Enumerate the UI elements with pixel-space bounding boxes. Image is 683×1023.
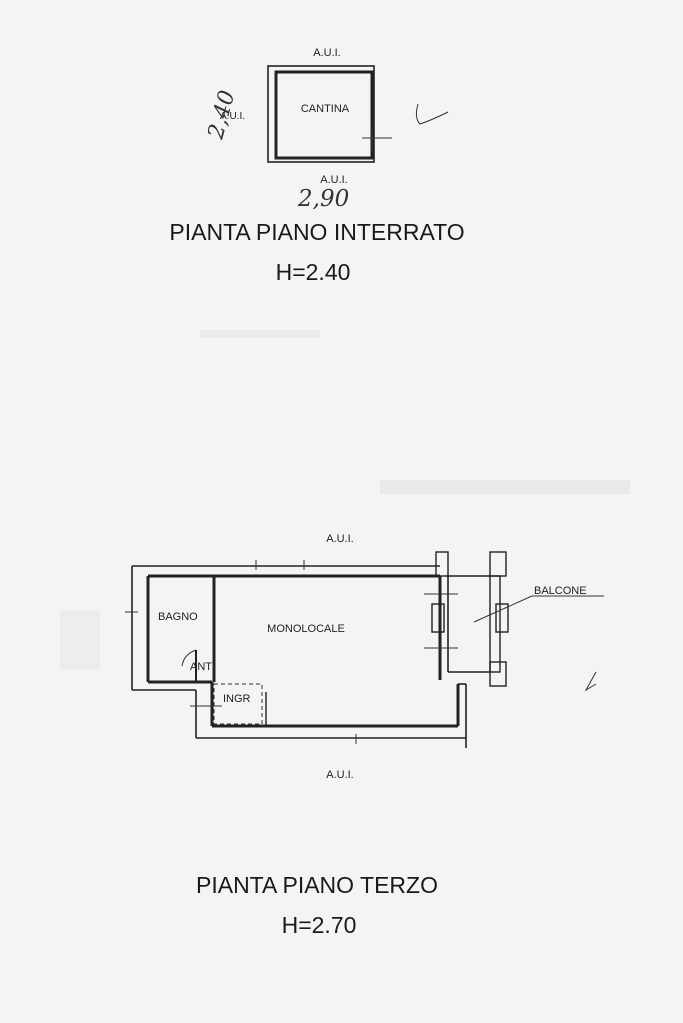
balcone-right-column [489,575,501,673]
handwritten-check-mark [415,103,449,125]
balcone-right-pier [495,603,509,633]
bagno-label: BAGNO [158,611,198,623]
monolocale-label: MONOLOCALE [267,623,345,635]
scan-noise [60,330,630,670]
basement-aui-top: A.U.I. [313,47,341,59]
cantina-room-label: CANTINA [301,103,350,115]
handwritten-width-dim: 2,90 [297,186,349,212]
third-floor-height: H=2.70 [282,912,357,938]
third-floor-plan: A.U.I. [125,533,604,781]
basement-title: PIANTA PIANO INTERRATO [169,219,464,245]
balcone-frame-right [489,551,507,577]
basement-aui-left: A.U.I. [220,111,245,122]
anti-label: ANTI [190,661,215,673]
cantina-outer-wall [267,65,375,163]
balcone-label: BALCONE [534,585,587,597]
balcone-right-base [489,661,507,687]
third-floor-aui-top: A.U.I. [326,533,354,545]
ingr-label: INGR [223,693,251,705]
handwritten-mark [584,671,597,692]
basement-height: H=2.40 [276,259,351,285]
balcone-frame-left [435,551,449,577]
ingr-dashed-box [213,683,263,725]
third-floor-title: PIANTA PIANO TERZO [196,872,438,898]
balcone-left-pier [431,603,445,633]
anti-door-swing [181,649,197,667]
balcone-leader-arrow [473,595,533,623]
basement-plan: A.U.I. CANTINA A.U.I. A.U.I. 2,40 2,90 [203,47,449,212]
cantina-inner-wall [274,70,374,160]
third-floor-aui-bottom: A.U.I. [326,769,354,781]
basement-aui-bottom: A.U.I. [320,174,348,186]
